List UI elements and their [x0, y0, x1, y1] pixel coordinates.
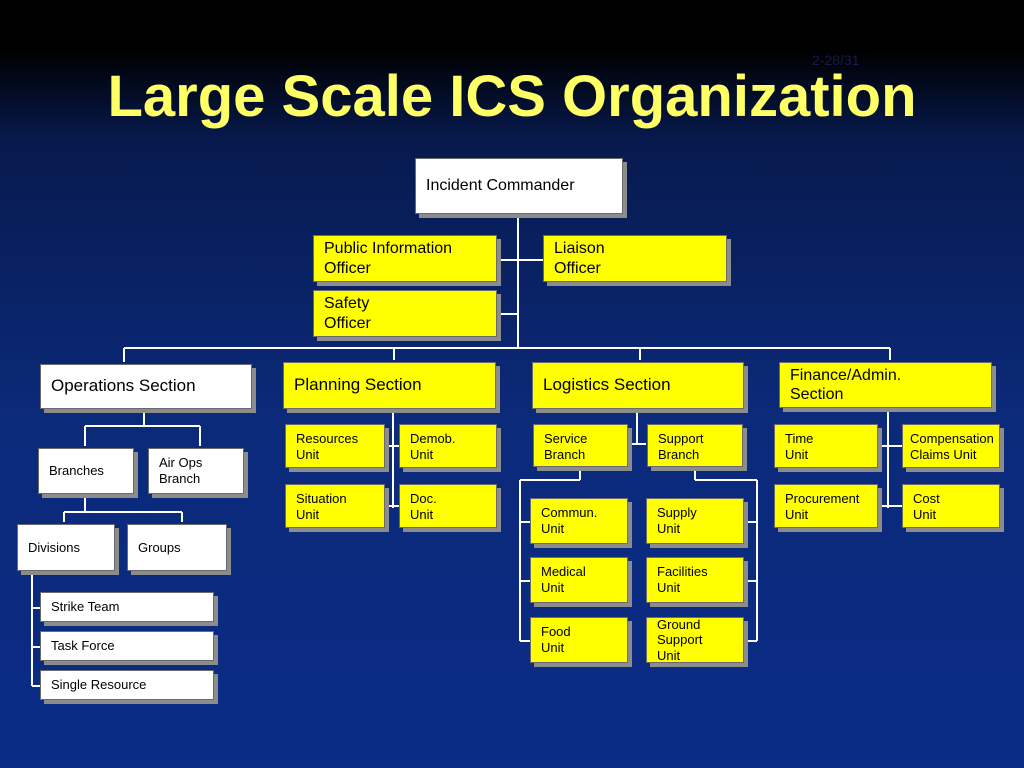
commun-unit-box: Commun. Unit — [530, 498, 628, 544]
time-unit-box: Time Unit — [774, 424, 878, 468]
public-information-officer-box: Public Information Officer — [313, 235, 497, 282]
page-title: Large Scale ICS Organization — [107, 64, 917, 129]
support-branch-box: Support Branch — [647, 424, 743, 467]
liaison-officer-box: Liaison Officer — [543, 235, 727, 282]
incident-commander-box: Incident Commander — [415, 158, 623, 214]
service-branch-box: Service Branch — [533, 424, 628, 467]
cost-unit-box: Cost Unit — [902, 484, 1000, 528]
branches-box: Branches — [38, 448, 134, 494]
procurement-unit-box: Procurement Unit — [774, 484, 878, 528]
ground-support-unit-box: Ground Support Unit — [646, 617, 744, 663]
food-unit-box: Food Unit — [530, 617, 628, 663]
divisions-box: Divisions — [17, 524, 115, 571]
compensation-claims-unit-box: Compensation Claims Unit — [902, 424, 1000, 468]
air-ops-branch-box: Air Ops Branch — [148, 448, 244, 494]
planning-section-box: Planning Section — [283, 362, 496, 409]
groups-box: Groups — [127, 524, 227, 571]
safety-officer-box: Safety Officer — [313, 290, 497, 337]
logistics-section-box: Logistics Section — [532, 362, 744, 409]
finance-admin-section-box: Finance/Admin. Section — [779, 362, 992, 408]
task-force-box: Task Force — [40, 631, 214, 661]
strike-team-box: Strike Team — [40, 592, 214, 622]
resources-unit-box: Resources Unit — [285, 424, 385, 468]
demob-unit-box: Demob. Unit — [399, 424, 497, 468]
supply-unit-box: Supply Unit — [646, 498, 744, 544]
operations-section-box: Operations Section — [40, 364, 252, 409]
medical-unit-box: Medical Unit — [530, 557, 628, 603]
situation-unit-box: Situation Unit — [285, 484, 385, 528]
doc-unit-box: Doc. Unit — [399, 484, 497, 528]
single-resource-box: Single Resource — [40, 670, 214, 700]
facilities-unit-box: Facilities Unit — [646, 557, 744, 603]
slide-number: 2-28/31 — [812, 52, 860, 68]
